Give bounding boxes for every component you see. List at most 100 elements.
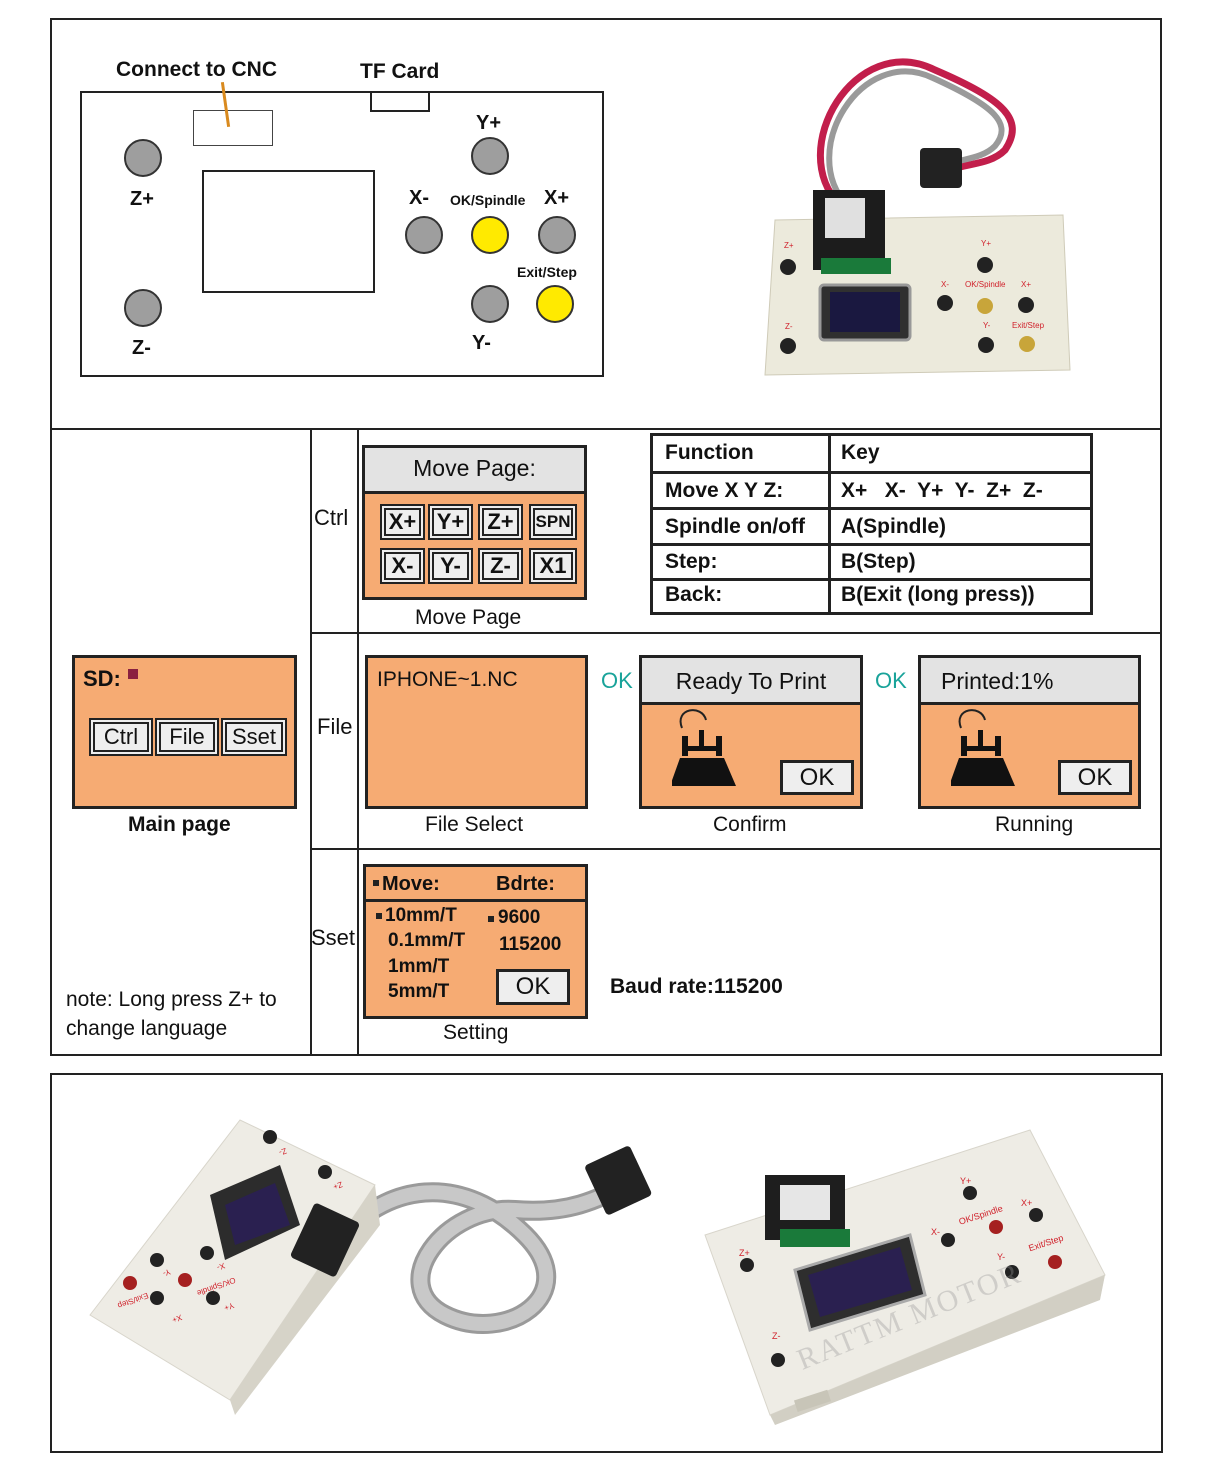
ok-spindle-label: OK/Spindle [450,192,526,208]
x-plus-label: X+ [544,187,570,209]
y-plus-button [471,137,509,175]
running-caption: Running [995,813,1074,836]
y-minus-button [471,285,509,323]
x-minus-label: X- [409,187,429,209]
main-file-button: File [159,722,215,752]
sd-indicator [128,669,138,679]
photo-top-y-minus: Y- [983,321,991,330]
row-label-file: File [317,714,353,739]
tf-card-label: TF Card [360,60,440,83]
function-key-table: Function Key Move X Y Z: X+ X- Y+ Y- Z+ … [650,433,1093,615]
confirm-header: Ready To Print [642,658,860,705]
photo-right-x-minus: X- [931,1227,940,1237]
table-func-step: Step: [665,550,718,573]
table-func-back: Back: [665,583,723,606]
running-ok-button: OK [1058,760,1132,795]
setting-bdrte-header: Bdrte: [496,873,555,895]
display-outline [202,170,375,293]
photo-top-ok-spindle: OK/Spindle [965,280,1006,289]
divider-row1 [310,632,1160,634]
file-name: IPHONE~1.NC [377,668,518,691]
key-x-minus: X- [384,552,421,580]
baud-option-2: 115200 [499,934,562,955]
confirm-caption: Confirm [713,813,787,836]
photo-top-x-plus: X+ [1021,280,1032,289]
bottom-section [50,1073,1163,1453]
photo-right-y-minus: Y- [997,1252,1006,1262]
move-option-1: 10mm/T [385,905,457,926]
flow-ok-1: OK [601,668,633,693]
photo-top-exit-step: Exit/Step [1012,321,1045,330]
key-x-plus: X+ [384,508,421,536]
row-label-sset: Sset [311,925,356,950]
middle-section [50,428,1162,1056]
key-z-minus: Z- [482,552,519,580]
photo-right-x-plus: X+ [1021,1198,1033,1208]
main-sset-button: Sset [225,722,283,752]
move-page-screen: Move Page: X+ Y+ Z+ SPN X- Y- Z- X1 [362,445,587,600]
flow-ok-2: OK [875,668,907,693]
device-photo-top [764,58,1071,376]
move-option-3: 1mm/T [388,956,450,977]
x-minus-button [405,216,443,254]
running-screen: Printed:1% OK [918,655,1141,809]
photo-top-x-minus: X- [941,280,949,289]
confirm-ok-button: OK [780,760,854,795]
cnc-connector [193,110,273,146]
file-select-screen: IPHONE~1.NC [365,655,588,809]
exit-step-button [536,285,574,323]
main-ctrl-button: Ctrl [93,722,149,752]
main-page-caption: Main page [128,813,231,836]
running-header: Printed:1% [921,658,1138,705]
sd-label: SD: [83,666,121,691]
photo-top-z-plus: Z+ [784,241,794,250]
exit-step-label: Exit/Step [517,264,577,280]
divider-row2 [310,848,1160,850]
z-minus-button [124,289,162,327]
ok-spindle-button [471,216,509,254]
photo-right-z-minus: Z- [772,1331,781,1341]
note-line1: note: Long press Z+ to [66,988,277,1011]
file-select-caption: File Select [425,813,524,836]
printer-icon-running [951,709,1015,786]
table-header-function: Function [665,441,754,464]
photo-right-y-plus: Y+ [960,1176,972,1186]
key-spn: SPN [533,508,573,536]
divider-right [357,428,359,1056]
setting-move-header: Move: [382,873,440,895]
table-key-back: B(Exit (long press)) [841,583,1035,606]
table-func-move: Move X Y Z: [665,479,784,502]
z-minus-label: Z- [132,337,151,359]
z-plus-button [124,139,162,177]
baud-option-1: 9600 [498,907,541,928]
y-minus-label: Y- [472,332,491,354]
y-plus-label: Y+ [476,112,502,134]
note-line2: change language [66,1017,228,1040]
device-photo-left [89,1119,652,1415]
setting-screen: Move: Bdrte: 10mm/T 0.1mm/T 1mm/T 5mm/T … [363,864,588,1019]
table-key-move: X+ X- Y+ Y- Z+ Z- [841,479,1043,502]
tf-card-slot [370,91,430,112]
main-page-screen: SD: Ctrl File Sset [72,655,297,809]
key-z-plus: Z+ [482,508,519,536]
top-section [50,18,1162,430]
key-y-plus: Y+ [432,508,469,536]
table-func-spindle: Spindle on/off [665,515,805,538]
printer-icon [672,709,736,786]
table-key-step: B(Step) [841,550,916,573]
row-label-ctrl: Ctrl [314,505,349,530]
confirm-screen: Ready To Print OK [639,655,863,809]
move-option-4: 5mm/T [388,981,450,1002]
move-page-header: Move Page: [365,448,584,494]
x-plus-button [538,216,576,254]
table-key-spindle: A(Spindle) [841,515,946,538]
photo-right-z-plus: Z+ [739,1248,750,1258]
panel-outline [80,91,604,377]
divider-left [310,428,312,1056]
key-x1: X1 [533,552,573,580]
move-option-2: 0.1mm/T [388,930,466,951]
z-plus-label: Z+ [130,188,154,210]
device-photo-right [704,1129,1106,1425]
key-y-minus: Y- [432,552,469,580]
photo-top-z-minus: Z- [785,322,793,331]
